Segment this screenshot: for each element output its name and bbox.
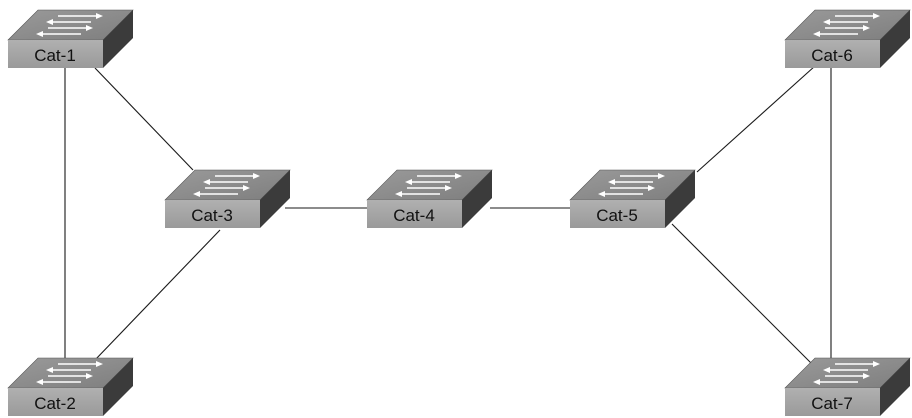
switch-arrows-icon (598, 173, 665, 197)
switch-front-face (785, 388, 880, 416)
switch-front-face (570, 200, 665, 228)
switch-side-face (880, 358, 910, 416)
switch-arrows-icon (395, 173, 462, 197)
link-cat2-cat3 (94, 229, 221, 361)
switch-arrows-icon (813, 361, 880, 385)
switch-label-cat6: Cat-6 (811, 46, 853, 65)
switch-cat1: Cat-1 (7, 9, 134, 68)
switch-front-face (8, 40, 103, 68)
switch-cat7: Cat-7 (784, 357, 911, 416)
switch-label-cat4: Cat-4 (393, 206, 435, 225)
link-cat5-cat7 (671, 223, 821, 373)
switch-cat3: Cat-3 (164, 169, 291, 228)
switch-side-face (103, 358, 133, 416)
switch-label-cat2: Cat-2 (34, 394, 76, 413)
switch-cat6: Cat-6 (784, 9, 911, 68)
switch-side-face (880, 10, 910, 68)
switch-front-face (8, 388, 103, 416)
switch-label-cat7: Cat-7 (811, 394, 853, 413)
switch-arrows-icon (813, 13, 880, 37)
switch-side-face (462, 170, 492, 228)
link-cat5-cat6 (696, 65, 816, 173)
switch-side-face (260, 170, 290, 228)
switch-side-face (665, 170, 695, 228)
switch-front-face (367, 200, 462, 228)
links-layer (64, 65, 832, 385)
switch-arrows-icon (36, 13, 103, 37)
switch-front-face (785, 40, 880, 68)
switch-arrows-icon (193, 173, 260, 197)
switch-front-face (165, 200, 260, 228)
switch-arrows-icon (36, 361, 103, 385)
switch-side-face (103, 10, 133, 68)
switch-cat5: Cat-5 (569, 169, 696, 228)
switch-label-cat3: Cat-3 (191, 206, 233, 225)
switch-cat2: Cat-2 (7, 357, 134, 416)
link-cat1-cat3 (94, 67, 194, 171)
switch-label-cat5: Cat-5 (596, 206, 638, 225)
switch-cat4: Cat-4 (366, 169, 493, 228)
switch-label-cat1: Cat-1 (34, 46, 76, 65)
